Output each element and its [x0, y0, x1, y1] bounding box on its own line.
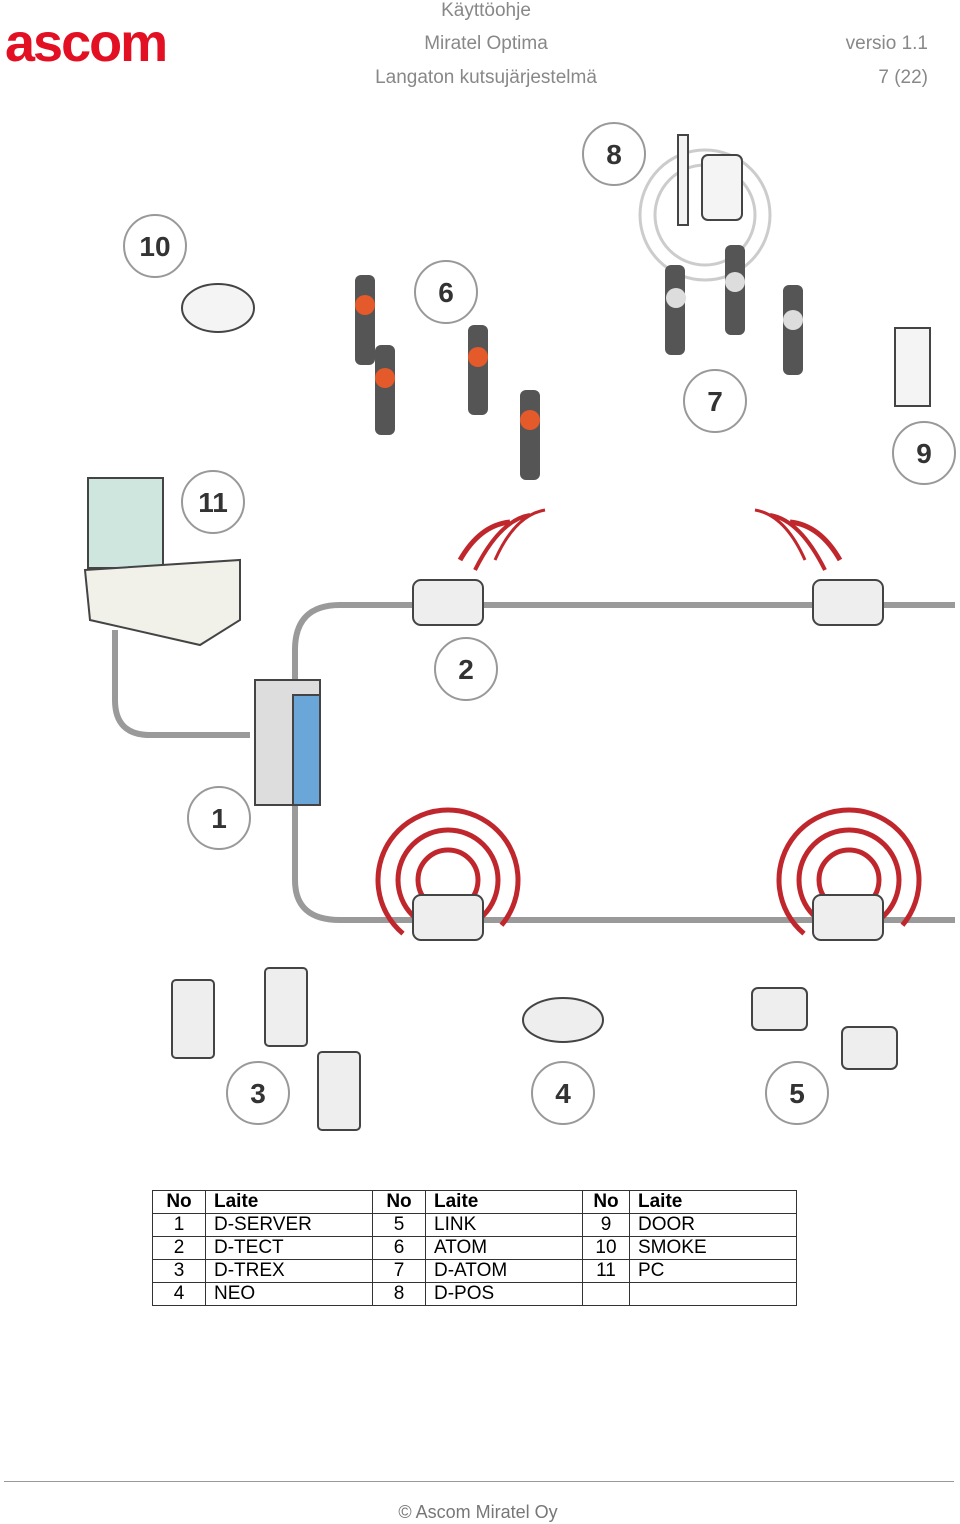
table-header: No Laite No Laite No Laite: [152, 1190, 797, 1214]
callout-11: 11: [181, 470, 245, 534]
callout-9: 9: [892, 421, 956, 485]
svg-text:10: 10: [139, 231, 170, 262]
neo-base: [522, 997, 604, 1043]
system-diagram: 1 2 3 4 5 6 7 8 9 10 11: [83, 122, 956, 1131]
footer-divider: [4, 1481, 954, 1482]
dtect-base-4: [812, 894, 884, 941]
footer-copyright: © Ascom Miratel Oy: [398, 1502, 558, 1522]
dtect-base-3: [412, 894, 484, 941]
dtect-base-2: [812, 579, 884, 626]
devices: [83, 134, 931, 1131]
svg-text:6: 6: [438, 277, 454, 308]
callout-4: 4: [531, 1061, 595, 1125]
ascom-logo: ascom: [5, 13, 168, 73]
dpos-device: [701, 154, 743, 221]
svg-text:1: 1: [211, 803, 227, 834]
neo-phone-1: [171, 979, 215, 1059]
version: versio 1.1: [845, 33, 928, 54]
page-number: 7 (22): [878, 67, 928, 88]
dtect-base-1: [412, 579, 484, 626]
smoke-detector: [181, 283, 255, 333]
callout-3: 3: [226, 1061, 290, 1125]
svg-text:2: 2: [458, 654, 474, 685]
callout-5: 5: [765, 1061, 829, 1125]
product-name: Miratel Optima: [424, 33, 548, 54]
svg-text:9: 9: [916, 438, 932, 469]
callouts: 1 2 3 4 5 6 7 8 9 10 11: [123, 122, 956, 1125]
doc-subtitle: Langaton kutsujärjestelmä: [375, 67, 597, 88]
link-device-1: [751, 987, 808, 1031]
callout-8: 8: [582, 122, 646, 186]
callout-7: 7: [683, 369, 747, 433]
callout-2: 2: [434, 637, 498, 701]
link-device-2: [841, 1026, 898, 1070]
door-sensor: [894, 327, 931, 407]
svg-text:5: 5: [789, 1078, 805, 1109]
doc-type: Käyttöohje: [441, 0, 531, 21]
svg-text:8: 8: [606, 139, 622, 170]
pc-monitor: [87, 477, 164, 569]
callout-6: 6: [414, 260, 478, 324]
svg-text:4: 4: [555, 1078, 571, 1109]
neo-phone-2: [264, 967, 308, 1047]
svg-text:3: 3: [250, 1078, 266, 1109]
callout-10: 10: [123, 214, 187, 278]
svg-text:7: 7: [707, 386, 723, 417]
neo-phone-3: [317, 1051, 361, 1131]
cables: [112, 602, 955, 923]
callout-1: 1: [187, 786, 251, 850]
atom-pendants: [355, 245, 803, 480]
svg-text:11: 11: [198, 487, 228, 518]
